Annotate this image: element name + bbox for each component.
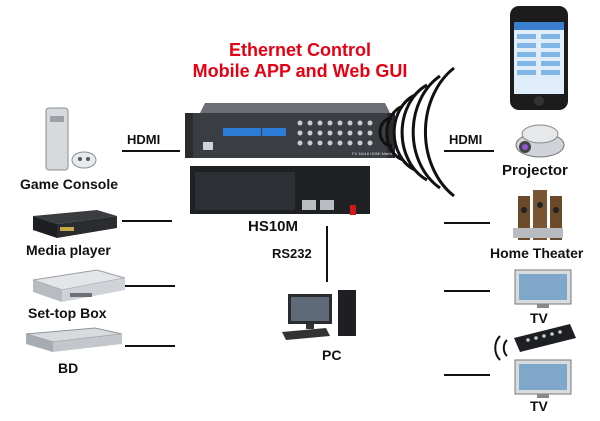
hdmi-label-right: HDMI xyxy=(449,132,483,147)
line-tv-1 xyxy=(444,290,490,292)
hdmi-line-game-console xyxy=(122,150,180,152)
line-bd xyxy=(125,345,175,347)
model-label: HS10M xyxy=(248,218,299,235)
output-label-tv-1: TV xyxy=(530,310,548,326)
pc-icon xyxy=(282,290,356,340)
remote-control-icon xyxy=(494,324,576,361)
bd-player-icon xyxy=(25,327,123,352)
line-set-top-box xyxy=(125,285,175,287)
wireless-signal-icon xyxy=(378,66,455,198)
smartphone-icon xyxy=(510,6,568,110)
hdmi-line-projector xyxy=(444,150,494,152)
tv-icon xyxy=(514,359,572,398)
title-line-2: Mobile APP and Web GUI xyxy=(192,61,408,81)
output-label-home-theater: Home Theater xyxy=(490,245,584,261)
source-label-media-player: Media player xyxy=(26,242,111,258)
tv-icon xyxy=(514,269,572,308)
hdmi-label-left: HDMI xyxy=(127,132,161,147)
source-label-set-top-box: Set-top Box xyxy=(28,305,107,321)
set-top-box-icon xyxy=(32,269,126,302)
projector-icon xyxy=(515,124,565,158)
title-line-1: Ethernet Control xyxy=(229,40,371,60)
line-home-theater xyxy=(444,222,490,224)
home-theater-icon xyxy=(513,190,563,240)
controller-label-pc: PC xyxy=(322,347,342,363)
line-tv-2 xyxy=(444,374,490,376)
line-media-player xyxy=(122,220,172,222)
game-console-icon xyxy=(45,107,97,171)
source-label-game-console: Game Console xyxy=(20,176,119,192)
media-player-icon xyxy=(33,210,117,238)
output-label-tv-2: TV xyxy=(530,398,548,414)
source-label-bd: BD xyxy=(58,360,79,376)
output-label-projector: Projector xyxy=(502,162,568,179)
rs232-label: RS232 xyxy=(272,246,312,261)
front-panel-caption: FX 16x16 HDMI Matrix Switcher xyxy=(352,151,410,156)
matrix-switcher xyxy=(185,103,395,215)
rs232-line xyxy=(326,226,328,282)
